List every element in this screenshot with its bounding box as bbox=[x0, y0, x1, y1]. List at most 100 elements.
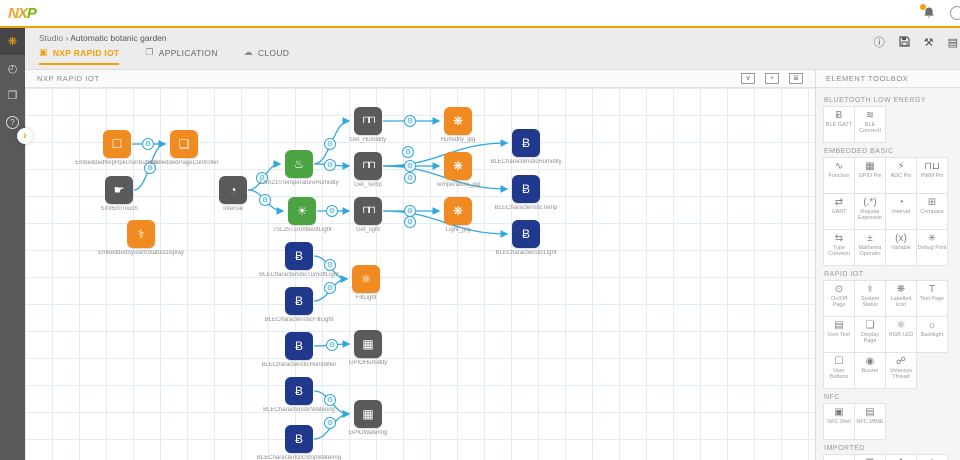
rail-item-dashboard[interactable]: ◴ bbox=[0, 55, 25, 82]
toolbox-item-user-buttons[interactable]: ☐User Buttons bbox=[823, 352, 855, 389]
link-converter-dot[interactable]: ⚙ bbox=[324, 259, 336, 271]
node-bleLight[interactable]: Ƀ bbox=[512, 220, 540, 248]
toolbox-item-label: Variable bbox=[891, 245, 911, 251]
toolbox-item-nxp-fxos870[interactable]: ✣NXP FXOS870 bbox=[885, 454, 917, 460]
toolbox-item-icon-text[interactable]: ▤Icon Text bbox=[823, 316, 855, 353]
node-bleHumidifier[interactable]: Ƀ bbox=[285, 332, 313, 360]
link-converter-dot[interactable]: ⚙ bbox=[324, 282, 336, 294]
link-converter-dot[interactable]: ⚙ bbox=[144, 162, 156, 174]
node-tsl2572[interactable]: ☀ bbox=[288, 197, 316, 225]
rail-item-projects[interactable]: ❒ bbox=[0, 82, 25, 109]
node-gpioHumidity[interactable]: ▦ bbox=[354, 330, 382, 358]
node-systemStatus[interactable]: ⚕ bbox=[127, 220, 155, 248]
toolbox-item-adc-pin[interactable]: ⚡ADC Pin bbox=[885, 157, 917, 194]
node-bleWatering[interactable]: Ƀ bbox=[285, 377, 313, 405]
link-converter-dot[interactable]: ⚙ bbox=[142, 138, 154, 150]
toolbox-item-gpio-pin[interactable]: ▦GPIO Pin bbox=[854, 157, 886, 194]
link-converter-dot[interactable]: ⚙ bbox=[404, 172, 416, 184]
node-humidityJpg[interactable]: ❋ bbox=[444, 107, 472, 135]
export-icon[interactable]: + bbox=[765, 73, 779, 84]
link-converter-dot[interactable]: ⚙ bbox=[326, 205, 338, 217]
tab-nxp-rapid-iot[interactable]: ▣ NXP RAPID IOT bbox=[39, 47, 120, 65]
node-getHumidity[interactable]: ⊓⊓ bbox=[354, 107, 382, 135]
rgb-led-icon: ⚛ bbox=[360, 272, 372, 286]
link-converter-dot[interactable]: ⚙ bbox=[324, 394, 336, 406]
node-label-lightJpg: Light_jpg bbox=[445, 227, 471, 233]
ble-characteristic-icon: Ƀ bbox=[521, 227, 530, 241]
link-converter-dot[interactable]: ⚙ bbox=[402, 146, 414, 158]
user-avatar[interactable] bbox=[950, 6, 960, 20]
toolbox-item-nfc-mime[interactable]: ▤NFC MIME bbox=[854, 403, 886, 440]
toolbox-item-system-status[interactable]: ⚕System Status bbox=[854, 280, 886, 317]
node-gpioWatering[interactable]: ▦ bbox=[354, 400, 382, 428]
node-bleStopWatering[interactable]: Ƀ bbox=[285, 425, 313, 453]
link-converter-dot[interactable]: ⚙ bbox=[259, 194, 271, 206]
toolbox-item-rgb-led[interactable]: ⚛RGB LED bbox=[885, 316, 917, 353]
node-lightJpg[interactable]: ❋ bbox=[444, 197, 472, 225]
info-icon[interactable]: ⓘ bbox=[873, 36, 885, 49]
toolbox-item-labelled-icon[interactable]: ❋Labelled Icon bbox=[885, 280, 917, 317]
toolbox-item-ams-ccs811[interactable]: ☰AMS CCS811 bbox=[854, 454, 886, 460]
panel-icon[interactable]: ▤ bbox=[947, 36, 958, 49]
node-sx9500Touch[interactable]: ☛ bbox=[105, 176, 133, 204]
validate-icon[interactable]: ∨ bbox=[741, 73, 755, 84]
node-bleHumidity[interactable]: Ƀ bbox=[512, 129, 540, 157]
toolbox-item-ble-connection[interactable]: ≋BLE Connecti bbox=[854, 106, 886, 143]
node-interval[interactable]: ◔ bbox=[219, 176, 247, 204]
node-getTemp[interactable]: ⊓⊓ bbox=[354, 152, 382, 180]
link-converter-dot[interactable]: ⚙ bbox=[404, 115, 416, 127]
notifications-bell-icon[interactable] bbox=[920, 4, 936, 20]
toolbox-item-pwm-pin[interactable]: ⊓⊔PWM Pin bbox=[916, 157, 948, 194]
link-converter-dot[interactable]: ⚙ bbox=[404, 160, 416, 172]
toolbox-item-comparison[interactable]: ⊞Comparis bbox=[916, 193, 948, 230]
toolbox-item-display-page[interactable]: ❏Display Page bbox=[854, 316, 886, 353]
flow-canvas[interactable]: ⚙⚙⚙⚙⚙⚙⚙⚙⚙⚙⚙⚙⚙⚙⚙⚙⚙⚙☐EmbeddedNxpRpkUserBut… bbox=[25, 88, 815, 460]
breadcrumb-root[interactable]: Studio bbox=[39, 33, 64, 43]
toolbox-item-label: Comparis bbox=[920, 209, 944, 215]
node-getLight[interactable]: ⊓⊓ bbox=[354, 197, 382, 225]
link-converter-dot[interactable]: ⚙ bbox=[326, 339, 338, 351]
toolbox-item-regular-expression[interactable]: (.*)Regular Expressio bbox=[854, 193, 886, 230]
link-converter-dot[interactable]: ⚙ bbox=[324, 159, 336, 171]
rail-item-help[interactable]: ? bbox=[0, 109, 25, 136]
link-converter-dot[interactable]: ⚙ bbox=[324, 138, 336, 150]
node-label-userButtons: EmbeddedNxpRpkUserButtons bbox=[75, 160, 159, 166]
toolbox-item-debug-print[interactable]: ✳Debug Print bbox=[916, 229, 948, 266]
node-bleTurnoffLight[interactable]: Ƀ bbox=[285, 242, 313, 270]
link-converter-dot[interactable]: ⚙ bbox=[256, 172, 268, 184]
ams-ens210-icon: ♨ bbox=[835, 458, 844, 460]
link-converter-dot[interactable]: ⚙ bbox=[324, 417, 336, 429]
toolbox-item-math-operation[interactable]: ±Mathema Operatio bbox=[854, 229, 886, 266]
expand-rail-button[interactable]: › bbox=[17, 128, 33, 144]
print-icon[interactable]: ≣ bbox=[789, 73, 803, 84]
node-temperatureJpg[interactable]: ❋ bbox=[444, 152, 472, 180]
toolbox-item-buzzer[interactable]: ◉Buzzer bbox=[854, 352, 886, 389]
node-pageController[interactable]: ❏ bbox=[170, 130, 198, 158]
toolbox-item-label: Text Page bbox=[919, 296, 945, 302]
toolbox-item-function[interactable]: ∿Function bbox=[823, 157, 855, 194]
save-icon[interactable] bbox=[899, 36, 910, 50]
tab-application[interactable]: ❐ APPLICATION bbox=[145, 47, 217, 65]
link-converter-dot[interactable]: ⚙ bbox=[404, 216, 416, 228]
toolbox-item-volansys-thread[interactable]: ☍Volansys Thread bbox=[885, 352, 917, 389]
toolbox-item-type-conversion[interactable]: ⇆Type Conversi bbox=[823, 229, 855, 266]
toolbox-item-uart[interactable]: ⇄UART bbox=[823, 193, 855, 230]
node-bleFillLight[interactable]: Ƀ bbox=[285, 287, 313, 315]
build-hammer-icon[interactable]: ⚒ bbox=[923, 36, 934, 49]
node-fillLight[interactable]: ⚛ bbox=[352, 265, 380, 293]
toolbox-item-variable[interactable]: (x)Variable bbox=[885, 229, 917, 266]
node-userButtons[interactable]: ☐ bbox=[103, 130, 131, 158]
toolbox-item-backlight[interactable]: ☼Backlight bbox=[916, 316, 948, 353]
toolbox-item-ams-ens210[interactable]: ♨AMS ENS210 bbox=[823, 454, 855, 460]
user-buttons-icon: ☐ bbox=[111, 137, 123, 151]
node-ens210[interactable]: ♨ bbox=[285, 150, 313, 178]
toolbox-item-on-off-page[interactable]: ⊙On/Off Page bbox=[823, 280, 855, 317]
toolbox-item-fxas210-gyroscope[interactable]: ◎FXAS210 Gyroscop bbox=[916, 454, 948, 460]
toolbox-item-nfc-well[interactable]: ▣NFC Well bbox=[823, 403, 855, 440]
node-bleTemp[interactable]: Ƀ bbox=[512, 175, 540, 203]
tab-cloud[interactable]: ☁ CLOUD bbox=[244, 47, 290, 65]
toolbox-item-interval[interactable]: ◔Interval bbox=[885, 193, 917, 230]
rail-item-studio[interactable]: ❋ bbox=[0, 28, 25, 55]
